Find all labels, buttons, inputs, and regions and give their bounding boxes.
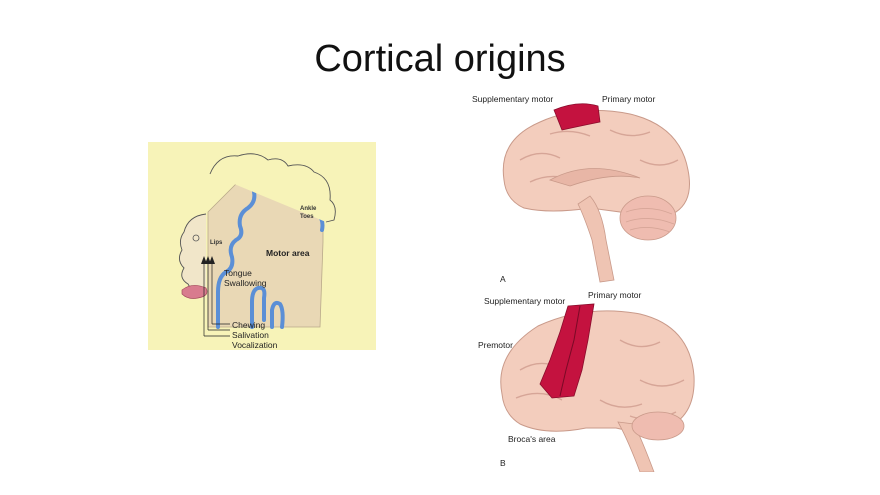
chewing-label: Chewing	[232, 320, 266, 330]
slide-title: Cortical origins	[314, 38, 566, 80]
salivation-label: Salivation	[232, 330, 269, 340]
brocas-area-label: Broca's area	[508, 434, 556, 444]
lateral-primary-motor-label: Primary motor	[588, 290, 642, 300]
homunculus-drawing	[179, 153, 336, 337]
tongue-label: Tongue	[224, 268, 252, 278]
premotor-label: Premotor	[478, 340, 513, 350]
medial-primary-motor-label: Primary motor	[602, 94, 656, 104]
panel-b-letter: B	[500, 458, 506, 468]
brain-medial-view	[502, 103, 690, 283]
vocalization-label: Vocalization	[232, 340, 278, 350]
motor-area-label: Motor area	[266, 248, 310, 258]
lateral-supplementary-motor-label: Supplementary motor	[484, 296, 566, 306]
homunculus-figure: Motor area Tongue Swallowing Chewing Sal…	[148, 142, 376, 350]
brain-lateral-view	[500, 303, 695, 472]
swallowing-label: Swallowing	[224, 278, 267, 288]
medial-supplementary-motor-label: Supplementary motor	[472, 94, 554, 104]
lips-label: Lips	[210, 240, 223, 246]
panel-a-letter: A	[500, 274, 506, 284]
toes-label: Toes	[300, 214, 314, 220]
ankle-label: Ankle	[300, 206, 317, 212]
